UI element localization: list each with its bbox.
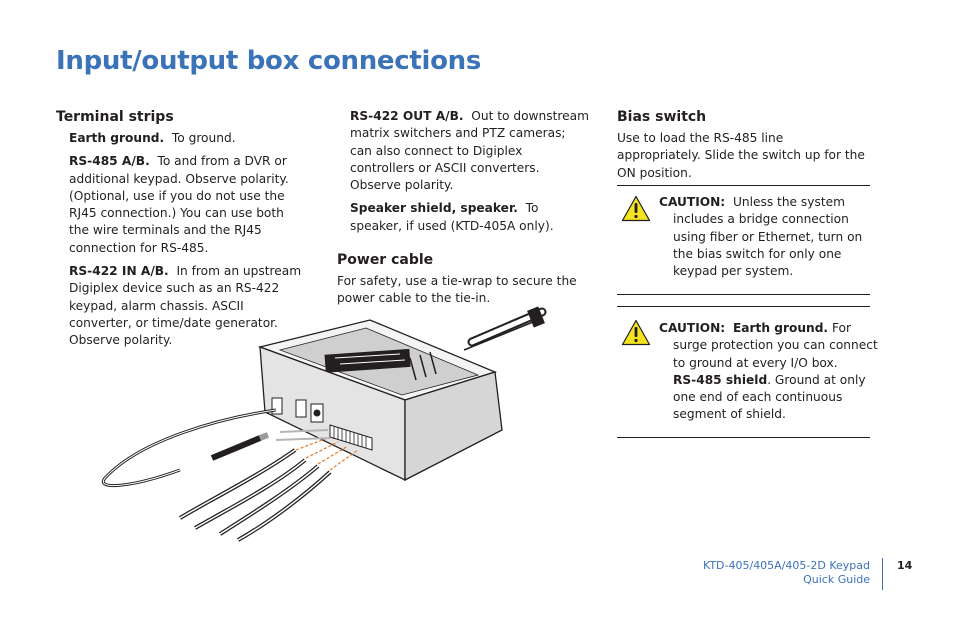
rs422-in-text: In from an upstream Digiplex device such… (69, 264, 302, 348)
io-box-illustration (101, 306, 547, 542)
speaker-text: To speaker, if used (KTD-405A only). (350, 201, 554, 233)
rs485-text: To and from a DVR or additional keypad. … (69, 154, 289, 255)
rs422-in-term: RS-422 IN A/B. (69, 264, 169, 279)
rs422-out-term: RS-422 OUT A/B. (350, 109, 464, 123)
bias-switch-text: Use to load the RS-485 line appropriatel… (617, 131, 865, 180)
caution-shield-line: RS-485 shield. Ground at only one end of… (673, 372, 885, 424)
wiring-graphic (101, 408, 359, 542)
rs422-out-text: Out to downstream matrix switchers and P… (350, 109, 589, 193)
caution-earth-term: Earth ground. (732, 321, 829, 335)
io-box-body (257, 319, 503, 482)
rs422-out-item: RS-422 OUT A/B. Out to downstream matrix… (350, 108, 589, 194)
footer-doc-line2: Quick Guide (803, 572, 870, 586)
page-title: Input/output box connections (56, 46, 482, 76)
power-cable-graphic (463, 306, 547, 351)
caution-label: CAUTION: (659, 321, 726, 335)
caution-label: CAUTION: (659, 195, 726, 209)
bias-switch-section: Bias switch Use to load the RS-485 line … (617, 108, 870, 188)
earth-ground-term: Earth ground. (69, 131, 165, 145)
caution-body: Unless the system includes a bridge conn… (673, 195, 863, 279)
caution-text-ground: CAUTION: Earth ground. For surge protect… (659, 320, 885, 424)
footer-document-title: KTD-405/405A/405-2D Keypad Quick Guide (703, 559, 870, 586)
terminal-strips-heading: Terminal strips (56, 109, 174, 125)
warning-triangle-icon (621, 195, 651, 222)
rs422-in-item: RS-422 IN A/B. In from an upstream Digip… (69, 263, 306, 349)
rs485-item: RS-485 A/B. To and from a DVR or additio… (69, 153, 306, 257)
footer-doc-line1: KTD-405/405A/405-2D Keypad (702, 559, 870, 572)
terminal-strips-section: Terminal strips Earth ground. To ground.… (56, 108, 306, 356)
power-cable-text: For safety, use a tie-wrap to secure the… (337, 274, 577, 306)
rs485-term: RS-485 A/B. (69, 154, 150, 169)
footer-divider (882, 558, 883, 590)
caution-text-bias: CAUTION: Unless the system includes a br… (659, 194, 885, 280)
speaker-term: Speaker shield, speaker. (350, 201, 518, 216)
caution-shield-body: . Ground at only one end of each continu… (673, 372, 866, 422)
warning-triangle-icon (621, 319, 651, 346)
caution-box-bias: CAUTION: Unless the system includes a br… (617, 185, 870, 295)
caution-shield-term: RS-485 shield (673, 372, 768, 387)
power-cable-heading: Power cable (337, 252, 434, 269)
caution-box-ground: CAUTION: Earth ground. For surge protect… (617, 306, 878, 438)
bias-switch-heading: Bias switch (617, 109, 707, 125)
page-number: 14 (897, 559, 913, 572)
terminal-strips-continued: RS-422 OUT A/B. Out to downstream matrix… (337, 108, 589, 314)
caution-earth-body: For surge protection you can connect to … (673, 321, 878, 370)
speaker-item: Speaker shield, speaker. To speaker, if … (350, 200, 589, 235)
earth-ground-text: To ground. (171, 131, 236, 145)
earth-ground-item: Earth ground. To ground. (69, 130, 306, 147)
